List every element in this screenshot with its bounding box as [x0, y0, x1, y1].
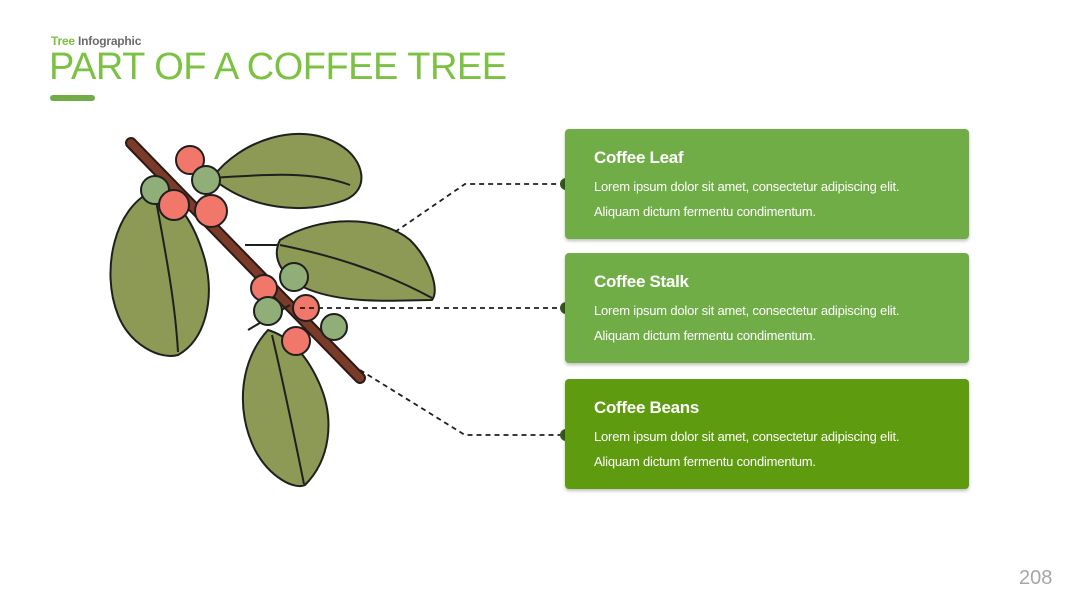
- page-number: 208: [1019, 567, 1053, 589]
- card-text-line2: Aliquam dictum fermentu condimentum.: [594, 328, 816, 343]
- slide-subtitle: Tree Infographic: [51, 34, 141, 48]
- title-underline: [50, 95, 95, 101]
- card-text-line2: Aliquam dictum fermentu condimentum.: [594, 204, 816, 219]
- card-coffee-leaf: Coffee Leaf Lorem ipsum dolor sit amet, …: [565, 129, 969, 239]
- subtitle-tree: Tree: [51, 34, 75, 48]
- slide-title: PART OF A COFFEE TREE: [49, 46, 507, 88]
- card-text-line2: Aliquam dictum fermentu condimentum.: [594, 454, 816, 469]
- card-text-line1: Lorem ipsum dolor sit amet, consectetur …: [594, 429, 900, 444]
- card-coffee-beans: Coffee Beans Lorem ipsum dolor sit amet,…: [565, 379, 969, 489]
- card-text-line1: Lorem ipsum dolor sit amet, consectetur …: [594, 303, 900, 318]
- coffee-beans: [140, 145, 348, 356]
- connector-beans: [359, 369, 566, 436]
- leaf-left: [109, 188, 210, 357]
- leaf-bottom: [241, 328, 330, 488]
- subtitle-infographic: Infographic: [78, 34, 142, 48]
- card-title: Coffee Leaf: [594, 148, 684, 167]
- card-title: Coffee Beans: [594, 398, 700, 417]
- connector-lines: [300, 183, 566, 436]
- connector-leaf: [394, 183, 566, 233]
- card-title: Coffee Stalk: [594, 272, 689, 291]
- leaf-top: [210, 132, 363, 210]
- card-text-line1: Lorem ipsum dolor sit amet, consectetur …: [594, 179, 900, 194]
- card-coffee-stalk: Coffee Stalk Lorem ipsum dolor sit amet,…: [565, 253, 969, 363]
